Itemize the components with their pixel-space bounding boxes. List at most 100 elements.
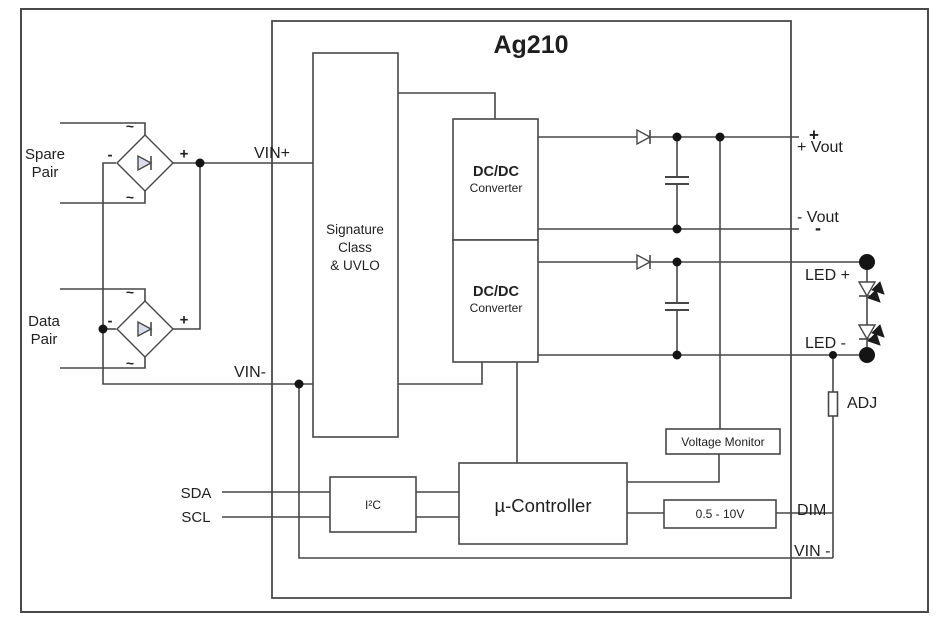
- signature-class-uvlo-block: Signature Class & UVLO: [312, 52, 399, 438]
- junction-dot: [195, 158, 205, 168]
- diode-icon: [636, 253, 652, 271]
- block-label: µ-Controller: [494, 495, 591, 516]
- block-sublabel: Converter: [470, 301, 523, 315]
- sda-label: SDA: [181, 485, 212, 502]
- wire-signature-to-dcdc: [398, 92, 496, 119]
- output-diode-bottom: [636, 253, 652, 271]
- capacitor-icon: [665, 176, 689, 185]
- wire-vin-minus-chain: [102, 162, 313, 385]
- wire-spare-top-input: [60, 122, 146, 135]
- wire-data-plus-up: [173, 163, 201, 330]
- bridge-diode-icon: [137, 154, 153, 172]
- data-pair-bridge: ~ ~ - +: [108, 284, 189, 371]
- block-label: & UVLO: [330, 258, 380, 273]
- scl-label: SCL: [181, 509, 210, 526]
- vout-minus-terminal-label: - Vout: [797, 209, 839, 226]
- block-outline: [665, 428, 781, 455]
- led-icon: [857, 281, 877, 298]
- block-sublabel: Converter: [470, 181, 523, 195]
- block-outline: [663, 499, 777, 529]
- wire-data-bottom-input: [60, 357, 146, 369]
- vout-minus-sign: -: [815, 218, 821, 238]
- voltage-monitor-block: Voltage Monitor: [665, 428, 781, 455]
- output-capacitor-bottom: [665, 302, 689, 311]
- block-outline: [452, 118, 539, 241]
- chip-title: Ag210: [493, 31, 568, 59]
- wire-vin-minus-to-dcdc: [398, 362, 483, 385]
- junction-dot: [672, 350, 682, 360]
- junction-dot: [829, 351, 837, 359]
- minus-symbol: -: [108, 313, 113, 330]
- led-minus-terminal-label: LED -: [805, 335, 846, 352]
- led-emission-arrow: [871, 324, 885, 338]
- led-emission-arrow: [871, 281, 885, 295]
- wire-data-top-input: [60, 288, 146, 301]
- wire-uc-to-monitor: [627, 454, 720, 483]
- output-diode-top: [636, 128, 652, 146]
- junction-dots: [98, 132, 875, 389]
- outer-border: [20, 8, 929, 613]
- block-label: DC/DC: [473, 284, 519, 300]
- spare-pair-label: Pair: [32, 164, 59, 181]
- junction-dot: [672, 224, 682, 234]
- junction-dot: [294, 379, 304, 389]
- bridge-diode-icon: [137, 320, 153, 338]
- plus-symbol: +: [180, 312, 189, 329]
- block-label: DC/DC: [473, 164, 519, 180]
- block-label: Class: [338, 240, 372, 255]
- diode-icon: [636, 128, 652, 146]
- minus-symbol: -: [108, 147, 113, 164]
- junction-dot: [715, 132, 725, 142]
- adj-resistor-icon: [827, 391, 839, 417]
- dcdc-converter-bottom-block: DC/DC Converter: [452, 239, 539, 363]
- microcontroller-block: µ-Controller: [458, 462, 628, 545]
- led-plus-terminal-dot: [859, 254, 875, 270]
- led-emission-arrow: [867, 289, 881, 303]
- data-pair-label: Data: [28, 313, 60, 330]
- output-capacitor-top: [665, 176, 689, 185]
- vout-plus-sign: +: [809, 126, 819, 145]
- block-label: Voltage Monitor: [681, 435, 764, 449]
- led1-symbol: [857, 281, 885, 303]
- vin-plus-label: VIN+: [254, 145, 290, 162]
- spare-pair-bridge: ~ ~ - +: [108, 118, 189, 205]
- ac-symbol: ~: [126, 189, 134, 205]
- junction-dot: [672, 132, 682, 142]
- block-label: Signature: [326, 222, 384, 237]
- ac-symbol: ~: [126, 355, 134, 371]
- block-outline: [452, 239, 539, 363]
- vout-plus-terminal-label: + Vout: [797, 139, 843, 156]
- dim-terminal-label: DIM: [797, 502, 826, 519]
- ac-symbol: ~: [126, 284, 134, 300]
- junction-dot: [98, 324, 108, 334]
- led-plus-terminal-label: LED +: [805, 267, 850, 284]
- led-emission-arrow: [867, 332, 881, 346]
- dcdc-converter-top-block: DC/DC Converter: [452, 118, 539, 241]
- vin-minus-terminal-label: VIN -: [794, 543, 830, 560]
- vin-minus-label: VIN-: [234, 364, 266, 381]
- dim-range-block: 0.5 - 10V: [663, 499, 777, 529]
- wire-sda-scl-in: [222, 491, 330, 518]
- wire-vin-minus-rail: [298, 384, 833, 559]
- wires: [60, 92, 868, 559]
- led2-symbol: [857, 324, 885, 346]
- ag210-chip-boundary: [271, 20, 792, 599]
- ac-symbol: ~: [126, 118, 134, 134]
- block-label: I²C: [365, 498, 381, 512]
- capacitor-icon: [665, 302, 689, 311]
- block-outline: [329, 476, 417, 533]
- block-outline: [458, 462, 628, 545]
- wire-spare-bottom-input: [60, 191, 146, 204]
- led-icon: [857, 324, 877, 341]
- plus-symbol: +: [180, 146, 189, 163]
- i2c-block: I²C: [329, 476, 417, 533]
- spare-pair-label: Spare: [25, 146, 65, 163]
- junction-dot: [672, 257, 682, 267]
- adj-terminal-label: ADJ: [847, 395, 877, 412]
- data-pair-label: Pair: [31, 331, 58, 348]
- block-label: 0.5 - 10V: [696, 507, 745, 521]
- led-minus-terminal-dot: [859, 347, 875, 363]
- block-outline: [312, 52, 399, 438]
